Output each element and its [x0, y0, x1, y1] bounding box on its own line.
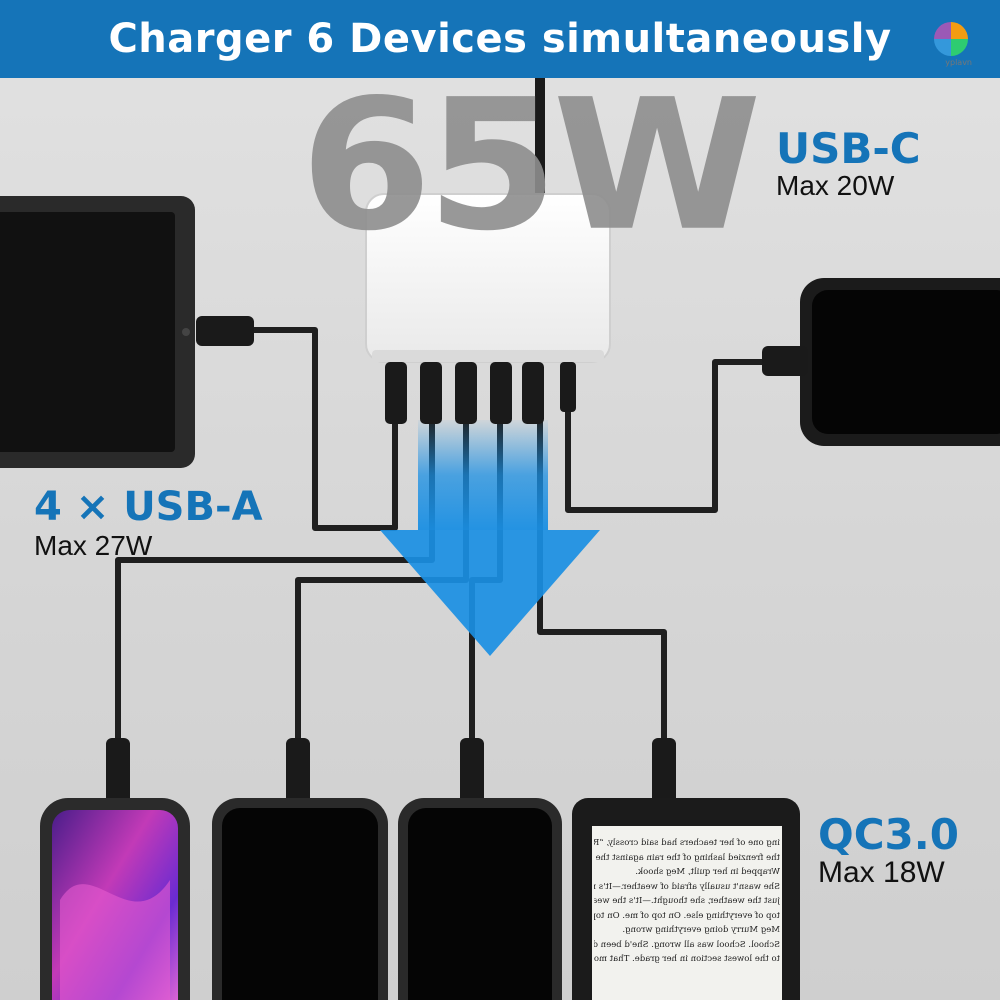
wattage-hero: 65W	[300, 60, 762, 271]
ereader-line: ing one of her teachers had said crossly…	[594, 838, 780, 848]
brand-logo-icon	[934, 22, 968, 56]
ereader-device	[572, 798, 800, 1000]
header-banner	[0, 0, 1000, 78]
brand-watermark: yplavn	[945, 58, 972, 67]
qc-max: Max 18W	[818, 856, 945, 889]
ereader-line: just the weather, she thought.—It's the …	[594, 896, 780, 906]
ereader-line: Meg Murry doing everything wrong.	[622, 925, 780, 935]
usb-c-max: Max 20W	[776, 170, 895, 201]
ereader-line: She wasn't usually afraid of weather.—It…	[594, 881, 780, 892]
usb-a-title: 4 × USB-A	[34, 484, 263, 530]
phone-black-2-device	[398, 798, 562, 1000]
charging-hub	[365, 193, 611, 424]
phone-right-device	[800, 278, 1000, 446]
banner-title: Charger 6 Devices simultaneously	[108, 16, 892, 62]
ereader-line: Wrapped in her quilt, Meg shook.	[635, 867, 780, 877]
phone-black-1-device	[212, 798, 388, 1000]
flow-arrow	[380, 420, 600, 656]
usb-a-max: Max 27W	[34, 530, 153, 561]
usb-c-title: USB-C	[776, 124, 921, 173]
ereader-line: top of everything else. On top of me. On…	[594, 910, 780, 921]
ereader-line: to the lowest section in her grade. That…	[594, 954, 780, 964]
ereader-line: School. School was all wrong. She'd been…	[594, 939, 780, 950]
tablet-device	[0, 196, 195, 468]
qc-title: QC3.0	[818, 810, 959, 859]
phone-purple-device	[40, 798, 190, 1000]
ereader-line: the frenzied lashing of the rain against…	[594, 852, 780, 863]
ereader-screen: ing one of her teachers had said crossly…	[594, 836, 780, 996]
device-plugs	[106, 316, 808, 810]
